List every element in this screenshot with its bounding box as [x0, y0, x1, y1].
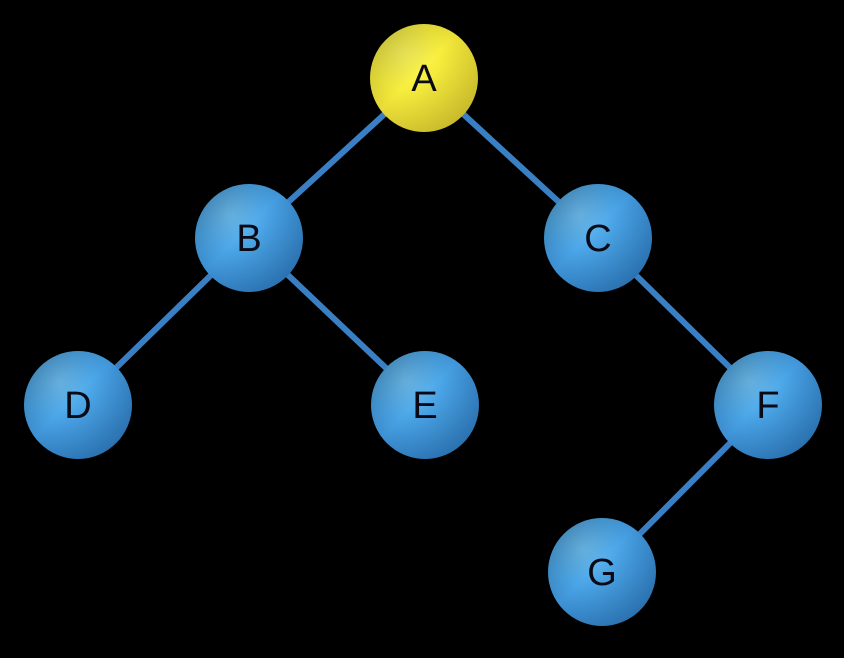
node-label-c: C: [584, 218, 611, 260]
node-shading-g: [548, 518, 656, 626]
node-shading-a: [370, 24, 478, 132]
graph-node-f[interactable]: F: [714, 351, 822, 459]
node-shading-b: [195, 184, 303, 292]
node-label-a: A: [411, 58, 437, 100]
node-shading-d: [24, 351, 132, 459]
node-shading-f: [714, 351, 822, 459]
node-shading-e: [371, 351, 479, 459]
node-label-f: F: [756, 385, 779, 427]
graph-node-d[interactable]: D: [24, 351, 132, 459]
graph-node-b[interactable]: B: [195, 184, 303, 292]
graph-node-a[interactable]: A: [370, 24, 478, 132]
node-shading-c: [544, 184, 652, 292]
edge-layer: [75, 75, 771, 575]
graph-node-g[interactable]: G: [548, 518, 656, 626]
node-label-g: G: [587, 552, 617, 594]
node-label-d: D: [64, 385, 91, 427]
node-label-b: B: [236, 218, 261, 260]
node-label-e: E: [412, 385, 437, 427]
graph-node-c[interactable]: C: [544, 184, 652, 292]
node-layer: A B C D E F G: [24, 24, 822, 626]
graph-node-e[interactable]: E: [371, 351, 479, 459]
